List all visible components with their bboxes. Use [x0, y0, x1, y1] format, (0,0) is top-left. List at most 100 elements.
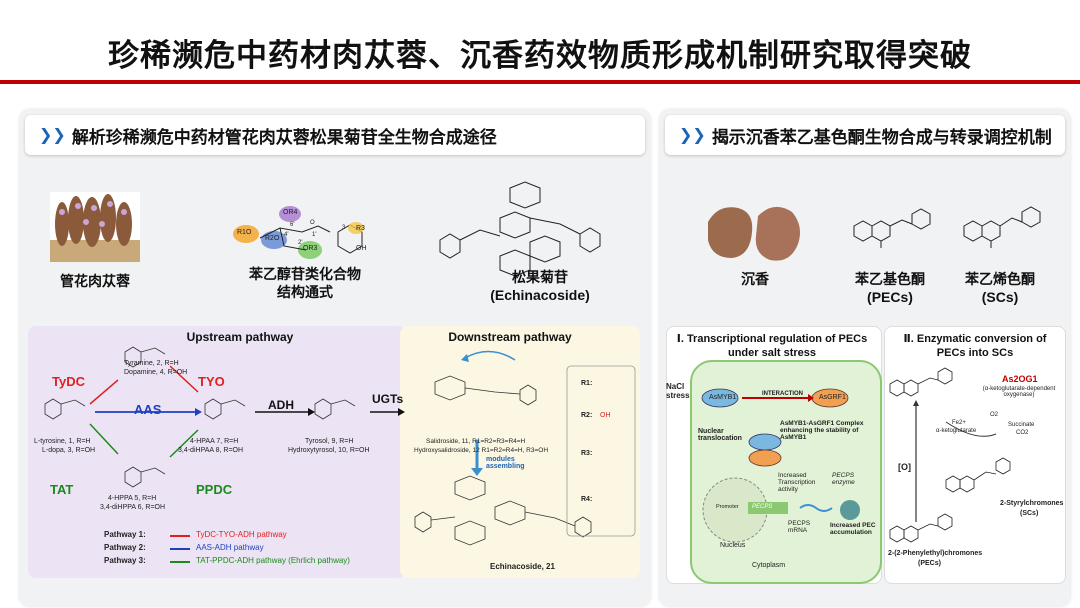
hydroxytyrosol-label: Hydroxytyrosol, 10, R=OH — [288, 447, 370, 454]
title-underline — [0, 80, 1080, 84]
sc-structure — [963, 206, 1041, 248]
upstream-diagram — [44, 346, 405, 488]
pathway-2-name: AAS-ADH pathway — [196, 543, 264, 552]
pathway-1-name: TyDC-TYO-ADH pathway — [196, 530, 287, 539]
struct-6p: 6' — [290, 222, 295, 228]
echinacoside-caption-line1: 松果菊苷 — [512, 269, 568, 285]
nuclear-translocation-label: Nuclear translocation — [698, 428, 742, 442]
pathway-3-name: TAT-PPDC-ADH pathway (Ehrlich pathway) — [196, 556, 350, 565]
r2-label: R2: — [581, 412, 593, 419]
ugts-enzyme: UGTs — [372, 392, 404, 406]
enzymatic-title: Ⅱ. Enzymatic conversion of PECs into SCs — [903, 333, 1047, 359]
cytoplasm-label: Cytoplasm — [752, 562, 786, 569]
sc-caption-line1: 苯乙烯色酮 — [965, 271, 1035, 287]
pec-caption-line2: (PECs) — [867, 289, 913, 305]
pec-caption-line1: 苯乙基色酮 — [855, 271, 925, 287]
tydc-enzyme: TyDC — [52, 374, 85, 389]
transcription-diagram — [701, 388, 860, 543]
pecps-enzyme-label: PECPS enzyme — [832, 472, 855, 486]
sc-caption: 苯乙烯色酮 (SCs) — [955, 270, 1045, 306]
page-title: 珍稀濒危中药材肉苁蓉、沉香药效物质形成机制研究取得突破 — [108, 38, 972, 73]
r3-label: R3: — [581, 450, 593, 457]
promoter-label: Promoter — [716, 504, 739, 510]
tyrosol-label: Tyrosol, 9, R=H — [305, 438, 354, 445]
agarwood-caption: 沉香 — [741, 271, 769, 287]
complex-label: AsMYB1-AsGRF1 Complex enhancing the stab… — [780, 420, 864, 441]
as2og1-desc: (α-ketoglutarate-dependent oxygenase) — [982, 386, 1056, 398]
struct-3: 3 — [342, 225, 346, 231]
right-header-text: 揭示沉香苯乙基色酮生物合成与转录调控机制 — [711, 127, 1052, 147]
succinate-label: Succinate — [1008, 422, 1035, 428]
echinacoside-21-label: Echinacoside, 21 — [490, 562, 555, 571]
struct-or4: OR4 — [283, 209, 298, 216]
tyo-enzyme: TYO — [198, 374, 225, 389]
nacl-stress-label: NaCl stress — [666, 382, 690, 400]
echinacoside-caption: 松果菊苷 (Echinacoside) — [480, 268, 600, 304]
pecps-mrna-label: PECPS mRNA — [788, 520, 811, 534]
akg-label: α-ketoglutarate — [936, 428, 977, 434]
phenylethanoid-structure — [233, 206, 364, 259]
modules-assembling-label: modules assembling — [486, 456, 525, 470]
pec-structure — [853, 208, 931, 248]
hppa-label: 4-HPPA 5, R=H — [108, 495, 157, 502]
cistanche-caption: 管花肉苁蓉 — [60, 273, 130, 289]
echinacoside-caption-line2: (Echinacoside) — [490, 287, 590, 303]
increased-transcription-label: Increased Transcription activity — [778, 472, 816, 493]
cistanche-photo — [50, 192, 140, 262]
struct-2p: 2' — [298, 240, 303, 246]
struct-or3: OR3 — [303, 245, 318, 252]
chevron-right-icon: ❯❯ — [39, 127, 66, 144]
increased-pec-label: Increased PEC accumulation — [830, 522, 876, 536]
dopa-label: L-dopa, 3, R=OH — [42, 447, 96, 454]
downstream-diagram — [414, 350, 636, 546]
pec-caption: 苯乙基色酮 (PECs) — [845, 270, 935, 306]
struct-r1o: R1O — [237, 229, 252, 236]
struct-1p: 1' — [312, 232, 317, 238]
salidroside-label: Salidroside, 11, R1=R2=R3=R4=H — [426, 438, 526, 445]
struct-r2o: R2O — [265, 235, 280, 242]
oxidation-label: [O] — [898, 462, 911, 472]
fe-label: Fe2+ — [952, 420, 966, 426]
upstream-title: Upstream pathway — [186, 330, 294, 344]
structure-caption-line1: 苯乙醇苷类化合物 — [249, 266, 361, 282]
right-panel-header: ❯❯ 揭示沉香苯乙基色酮生物合成与转录调控机制 — [665, 115, 1065, 155]
struct-r3: R3 — [356, 225, 365, 232]
ppdc-enzyme: PPDC — [196, 482, 233, 497]
sc-caption-line2: (SCs) — [981, 289, 1019, 305]
r1-label: R1: — [581, 380, 593, 387]
structure-caption: 苯乙醇苷类化合物 结构通式 — [240, 265, 370, 301]
structure-caption-line2: 结构通式 — [277, 284, 333, 300]
right-panel: ❯❯ 揭示沉香苯乙基色酮生物合成与转录调控机制 沉香 苯乙基色酮 (PECs) — [660, 110, 1070, 606]
downstream-title: Downstream pathway — [448, 330, 572, 344]
r2-value: OH — [600, 412, 611, 419]
tat-enzyme: TAT — [50, 482, 74, 497]
asgrf1-node: AsGRF1 — [819, 394, 846, 401]
struct-o: O — [310, 220, 315, 226]
nucleus-label: Nucleus — [720, 542, 746, 549]
pec-abbr-label: (PECs) — [918, 560, 941, 567]
left-panel-header: ❯❯ 解析珍稀濒危中药材管花肉苁蓉松果菊苷全生物合成途径 — [25, 115, 645, 155]
left-panel: ❯❯ 解析珍稀濒危中药材管花肉苁蓉松果菊苷全生物合成途径 管花肉苁蓉 OR4 R… — [20, 110, 650, 606]
pathway-3-swatch — [170, 561, 190, 563]
transcriptional-title: Ⅰ. Transcriptional regulation of PECs un… — [676, 333, 868, 359]
adh-enzyme: ADH — [268, 398, 294, 412]
r4-label: R4: — [581, 496, 593, 503]
pec-name-label: 2-(2-Phenylethyl)chromones — [888, 550, 983, 557]
o2-label: O2 — [990, 412, 999, 418]
tyrosine-label: L-tyrosine, 1, R=H — [34, 438, 91, 445]
echinacoside-structure — [439, 181, 601, 277]
upstream-box — [28, 326, 406, 578]
hydroxysalidroside-label: Hydroxysalidroside, 12 R1=R2=R4=H, R3=OH — [414, 447, 549, 454]
pathway-2-label: Pathway 2: — [104, 543, 146, 552]
pathway-1-swatch — [170, 535, 190, 537]
tyramine-label: Tyramine, 2, R=H — [124, 360, 179, 367]
dopamine-label: Dopamine, 4, R=OH — [124, 369, 188, 376]
aas-enzyme: AAS — [134, 402, 162, 417]
agarwood-photo — [708, 206, 800, 261]
left-header-text: 解析珍稀濒危中药材管花肉苁蓉松果菊苷全生物合成途径 — [71, 127, 497, 147]
pecps-gene-label: PECPS — [752, 504, 773, 510]
sc-abbr-label: (SCs) — [1020, 510, 1039, 517]
asmyb1-node: AsMYB1 — [709, 394, 737, 401]
interaction-label: INTERACTION — [762, 391, 803, 397]
pathway-1-label: Pathway 1: — [104, 530, 146, 539]
